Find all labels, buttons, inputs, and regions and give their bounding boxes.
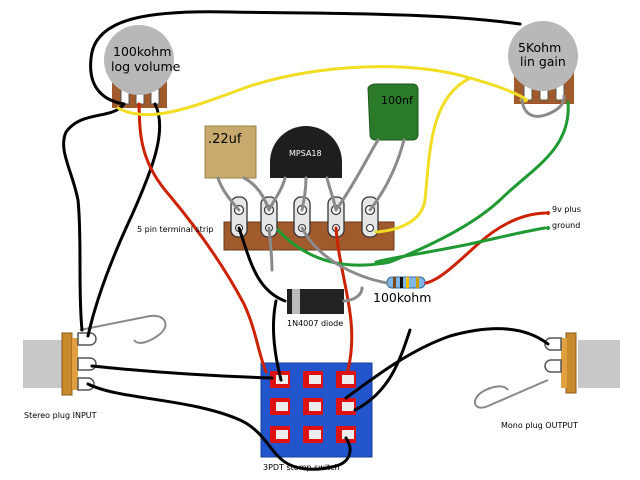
- input-jack-label: Stereo plug INPUT: [24, 411, 97, 420]
- wire-black-pot-to-input: [86, 102, 162, 338]
- input-jack-lugs: [77, 332, 97, 391]
- gain-pot-type: lin gain: [520, 54, 566, 69]
- capacitor-100nf-label: 100nf: [381, 94, 414, 107]
- lead-cap22-b: [242, 176, 271, 212]
- lead-transistor-3: [325, 176, 338, 212]
- transistor: [270, 126, 342, 178]
- output-jack-spring: [473, 379, 549, 409]
- nine-volt-label: 9v plus: [552, 205, 581, 214]
- capacitor-100nf: [367, 83, 419, 141]
- terminal-strip-label: 5 pin terminal strip: [137, 225, 213, 234]
- diode: [287, 289, 344, 314]
- lead-cap100n-b: [368, 138, 406, 212]
- wire-red-signal: [137, 102, 268, 374]
- capacitor-22uf-label: .22uf: [208, 132, 242, 147]
- output-jack-label: Mono plug OUTPUT: [501, 421, 578, 430]
- input-jack: [23, 314, 167, 396]
- lead-gain-pot: [520, 94, 566, 118]
- terminal-lug-4: [327, 196, 345, 238]
- power-wire-ends: [546, 211, 550, 230]
- wire-black-lug1-diode: [237, 226, 287, 303]
- diode-label: 1N4007 diode: [287, 319, 343, 328]
- lead-transistor-2: [300, 176, 308, 212]
- lead-lug3-resistor: [300, 226, 389, 285]
- wire-yellow: [116, 65, 528, 234]
- wire-black-diode-switch: [272, 299, 283, 382]
- wire-black-switch-right: [353, 328, 412, 412]
- lead-lug2: [267, 226, 274, 272]
- ground-label: ground: [552, 221, 580, 230]
- input-jack-spring: [79, 314, 167, 344]
- volume-pot-type: log volume: [111, 59, 181, 74]
- transistor-label: MPSA18: [289, 149, 322, 158]
- terminal-strip: [223, 196, 395, 251]
- lead-diode-right: [342, 286, 364, 303]
- wire-black-switch-output: [344, 327, 550, 400]
- lead-transistor-1: [267, 176, 287, 212]
- terminal-lug-3: [293, 196, 311, 238]
- output-jack-lugs: [544, 337, 562, 373]
- wire-red-9v: [424, 211, 547, 285]
- resistor-label: 100kohm: [373, 290, 431, 305]
- resistor: [386, 276, 426, 289]
- lead-cap22-a: [216, 176, 241, 212]
- capacitor-22uf: [204, 125, 257, 179]
- switch-label: 3PDT stomp switch: [263, 463, 340, 472]
- output-jack: [473, 332, 620, 409]
- wire-black-top-loop: [89, 10, 522, 106]
- wire-green-ground: [374, 226, 547, 264]
- lead-cap100n-a: [334, 138, 380, 212]
- wire-black-left: [62, 102, 126, 332]
- wire-black-sleeve: [86, 382, 352, 471]
- wire-black-input-to-switch: [90, 364, 274, 380]
- gain-pot-value: 5Kohm: [518, 40, 561, 55]
- volume-pot-value: 100kohm: [113, 44, 171, 59]
